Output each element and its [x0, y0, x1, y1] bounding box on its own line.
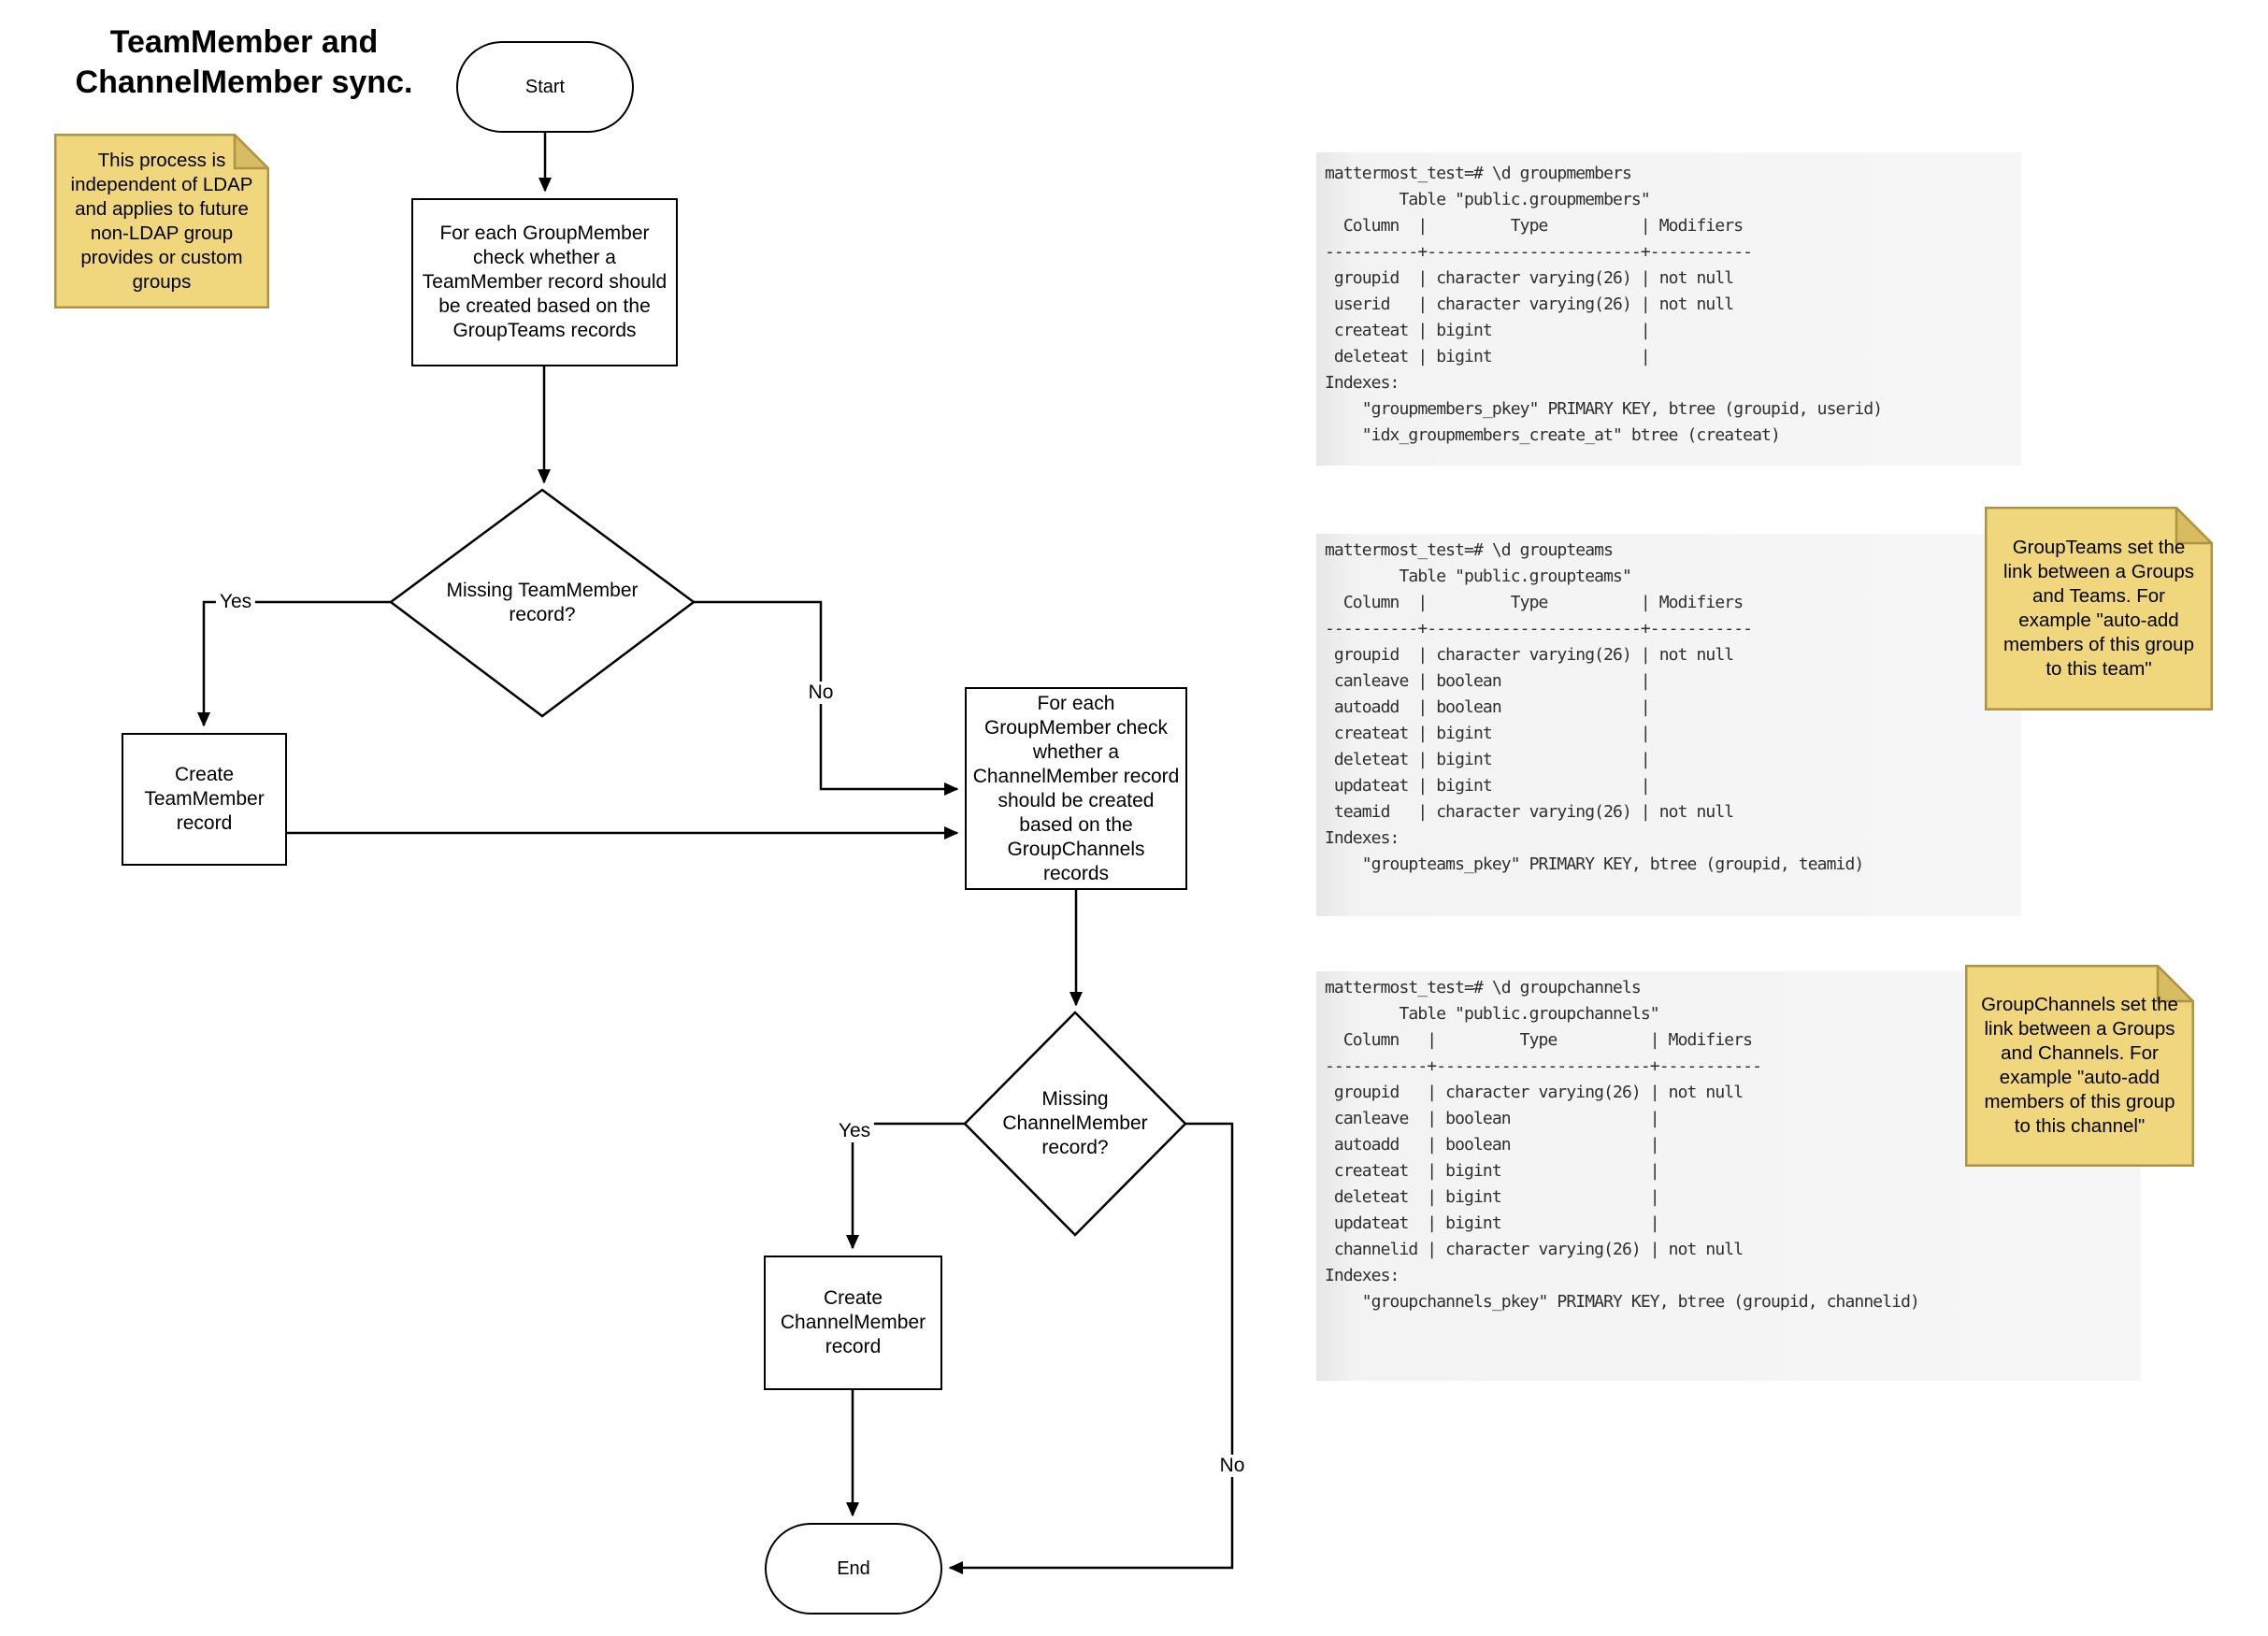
- decision-missing-teammember-label: Missing TeamMember record?: [446, 580, 639, 625]
- decision-missing-channelmember: Missing ChannelMember record?: [963, 1084, 1187, 1163]
- terminal-groupteams-text: mattermost_test=# \d groupteams Table "p…: [1325, 540, 1864, 874]
- note-groupchannels-text: GroupChannels set the link between a Gro…: [1981, 994, 2178, 1137]
- start-node: Start: [456, 41, 634, 133]
- edge-label-yes-1: Yes: [215, 591, 256, 613]
- start-node-label: Start: [524, 77, 566, 97]
- process-channelmember-check-label: For each GroupMember check whether a Cha…: [972, 692, 1180, 884]
- process-create-channelmember: Create ChannelMember record: [764, 1256, 942, 1390]
- edge-decision1-yes: [196, 600, 391, 727]
- edge-label-yes-2: Yes: [834, 1120, 875, 1142]
- note-ldap-text: This process is independent of LDAP and …: [70, 149, 253, 293]
- decision-missing-teammember: Missing TeamMember record?: [402, 577, 682, 629]
- process-teammember-check: For each GroupMember check whether a Tea…: [411, 198, 678, 366]
- note-ldap: This process is independent of LDAP and …: [54, 134, 269, 309]
- note-groupchannels-shape: [1965, 965, 2194, 1167]
- note-groupteams: GroupTeams set the link between a Groups…: [1985, 507, 2213, 710]
- decision-missing-channelmember-label: Missing ChannelMember record?: [1002, 1088, 1148, 1158]
- note-groupteams-shape: [1985, 507, 2213, 710]
- edge-label-no-1: No: [804, 682, 838, 704]
- terminal-groupmembers-text: mattermost_test=# \d groupmembers Table …: [1325, 164, 1883, 445]
- process-create-teammember: Create TeamMember record: [122, 733, 287, 866]
- process-teammember-check-label: For each GroupMember check whether a Tea…: [422, 222, 667, 341]
- terminal-groupchannels-text: mattermost_test=# \d groupchannels Table…: [1325, 978, 1920, 1312]
- edge-decision2-no: [948, 1122, 1234, 1574]
- process-create-teammember-label: Create TeamMember record: [144, 764, 265, 834]
- terminal-groupteams: mattermost_test=# \d groupteams Table "p…: [1316, 534, 2021, 916]
- note-ldap-shape: [54, 134, 269, 309]
- process-create-channelmember-label: Create ChannelMember record: [780, 1287, 926, 1357]
- note-groupchannels: GroupChannels set the link between a Gro…: [1965, 965, 2194, 1167]
- process-channelmember-check: For each GroupMember check whether a Cha…: [965, 687, 1187, 890]
- end-node: End: [765, 1523, 942, 1614]
- terminal-groupmembers: mattermost_test=# \d groupmembers Table …: [1316, 152, 2021, 466]
- end-node-label: End: [837, 1558, 870, 1579]
- decision-missing-teammember-shape: [388, 488, 696, 718]
- note-groupteams-text: GroupTeams set the link between a Groups…: [2003, 537, 2194, 680]
- decision-missing-channelmember-shape: [963, 1011, 1187, 1237]
- edge-label-no-2: No: [1215, 1455, 1249, 1477]
- page-title: TeamMember and ChannelMember sync.: [75, 24, 413, 100]
